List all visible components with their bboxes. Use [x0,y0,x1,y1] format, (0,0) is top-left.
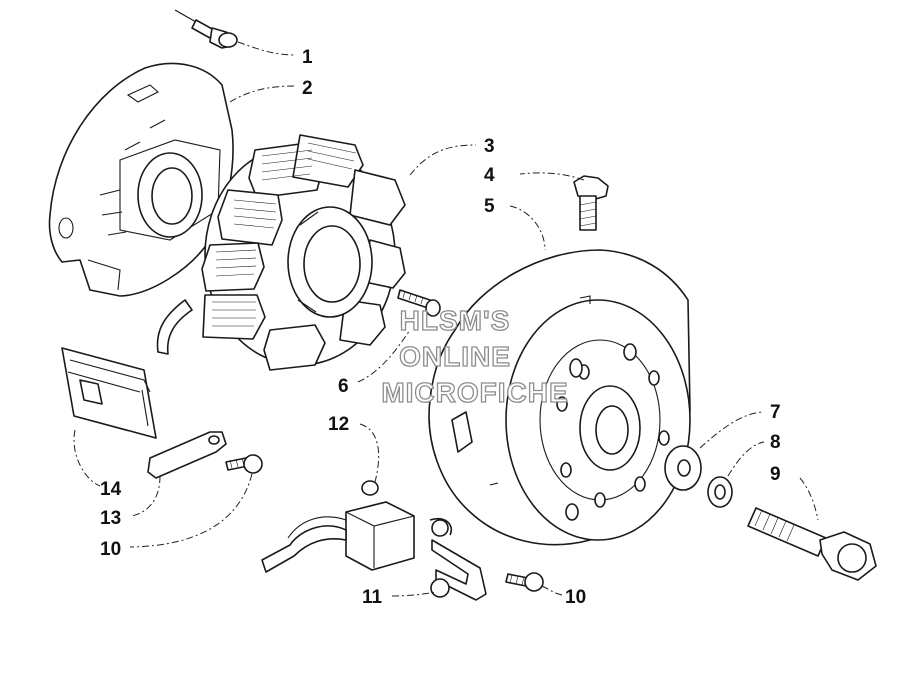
bracket-part-11 [430,539,487,601]
bracket-part-13 [147,431,227,479]
screw-part-10-right [505,572,544,592]
lock-washer-part-8 [707,476,733,508]
screw-part-10-left [225,454,263,474]
flywheel-part-5 [428,249,691,546]
screw-part-6 [397,289,441,317]
callout-6: 6 [338,376,349,397]
callout-5: 5 [484,196,495,217]
bolt-part-1 [174,9,238,49]
leader-lines [73,41,819,597]
watermark: HLSM'S ONLINE MICROFICHE [381,304,569,408]
callout-3: 3 [484,136,495,157]
stator-plate-part-2 [48,62,234,297]
callout-4: 4 [484,165,495,186]
bolt-part-4 [573,175,609,231]
cover-part-14 [61,347,157,439]
callout-13: 13 [100,508,121,529]
callout-14: 14 [100,479,122,500]
callout-2: 2 [302,78,313,99]
flywheel-holes [556,343,670,521]
watermark-line-3: MICROFICHE [381,377,568,408]
washer-part-7 [664,445,702,491]
callout-labels: 1 2 3 4 5 6 7 8 9 10 10 11 12 13 14 [100,47,781,608]
callout-10-left: 10 [100,539,121,560]
stator-coil-part-3 [156,134,406,371]
callout-12: 12 [328,414,349,435]
callout-9: 9 [770,464,781,485]
watermark-line-1: HLSM'S [400,305,511,336]
pickup-coil-part-12 [261,480,452,573]
bolt-part-9 [747,507,877,581]
callout-10-right: 10 [565,587,586,608]
callout-7: 7 [770,402,781,423]
callout-8: 8 [770,432,781,453]
watermark-line-2: ONLINE [399,341,511,372]
callout-1: 1 [302,47,313,68]
callout-11: 11 [362,587,383,608]
